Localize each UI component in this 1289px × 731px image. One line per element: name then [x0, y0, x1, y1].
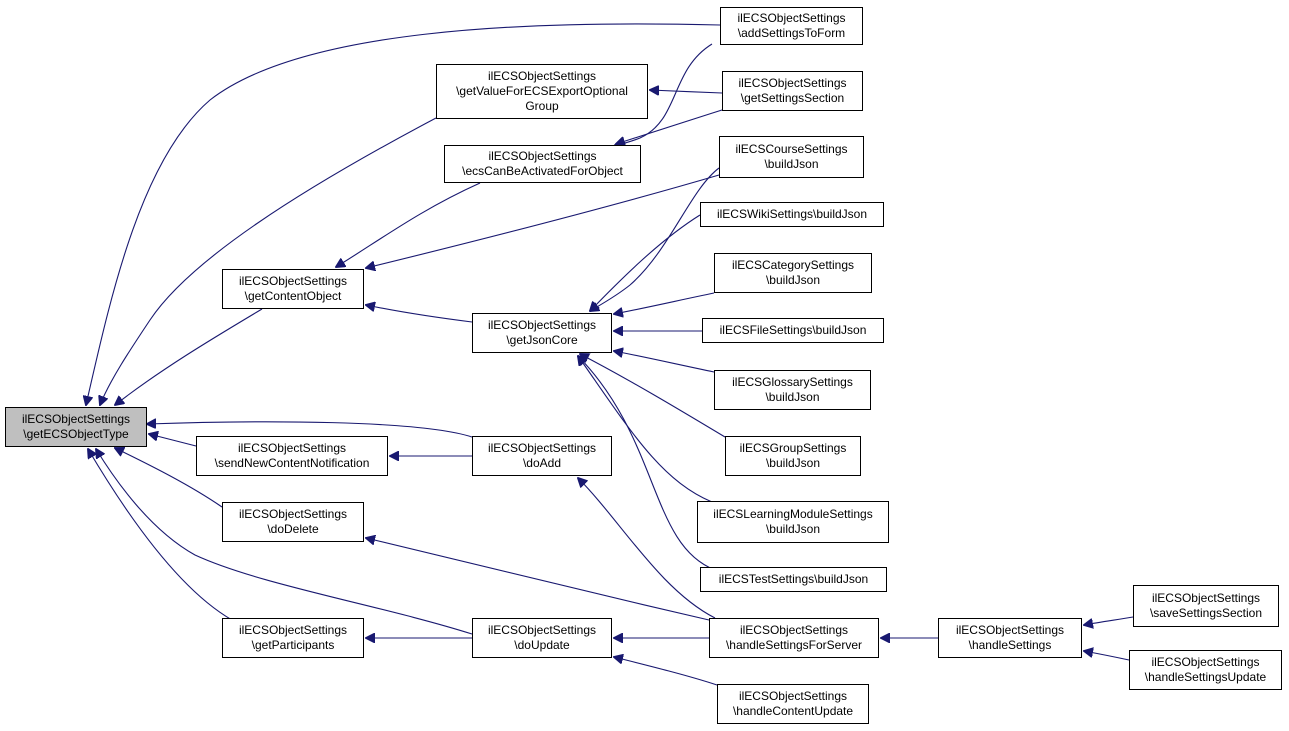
call-edge-doUpdate-to-getECSObjectType [96, 449, 473, 635]
call-edge-getParticipants-to-getECSObjectType [88, 449, 233, 621]
node-label-line: ilECSObjectSettings [238, 274, 348, 288]
call-edge-testBuildJson-to-getJsonCore [578, 356, 716, 571]
node-label-line: ilECSObjectSettings [488, 149, 597, 163]
graph-node-getValueForECSExportOptionalGroup[interactable]: ilECSObjectSettings\getValueForECSExport… [436, 64, 648, 119]
call-edge-learningModuleBuildJson-to-getJsonCore [578, 356, 713, 503]
graph-node-courseBuildJson[interactable]: ilECSCourseSettings\buildJson [719, 136, 864, 178]
call-edge-groupBuildJson-to-getJsonCore [580, 354, 726, 438]
node-label-line: \getJsonCore [506, 333, 578, 347]
node-label-line: \buildJson [765, 522, 821, 536]
call-edge-courseBuildJson-to-getJsonCore [590, 167, 720, 311]
call-edge-handleSettingsForServer-to-doAdd [578, 478, 716, 619]
node-label-line: ilECSWikiSettings\buildJson [716, 207, 868, 221]
graph-node-getECSObjectType: ilECSObjectSettings\getECSObjectType [5, 407, 147, 447]
call-edge-getContentObject-to-getECSObjectType [115, 308, 263, 405]
graph-node-getJsonCore[interactable]: ilECSObjectSettings\getJsonCore [472, 313, 612, 353]
node-label-line: \getECSObjectType [23, 427, 129, 441]
node-label-line: \handleContentUpdate [732, 704, 854, 718]
graph-node-getContentObject[interactable]: ilECSObjectSettings\getContentObject [222, 269, 364, 309]
node-label-line: ilECSObjectSettings [238, 507, 348, 521]
call-edge-handleContentUpdate-to-doUpdate [614, 657, 718, 686]
graph-node-fileBuildJson[interactable]: ilECSFileSettings\buildJson [702, 318, 884, 343]
graph-node-addSettingsToForm[interactable]: ilECSObjectSettings\addSettingsToForm [720, 7, 863, 45]
node-label-line: ilECSObjectSettings [487, 623, 597, 637]
call-edge-wikiBuildJson-to-getJsonCore [590, 214, 701, 311]
node-label-line: \doDelete [267, 522, 319, 536]
node-label-line: \getContentObject [244, 289, 342, 303]
call-edge-courseBuildJson-to-getContentObject [366, 174, 720, 268]
node-label-line: ilECSObjectSettings [487, 69, 597, 83]
call-edge-getSettingsSection-to-ecsCanBeActivatedForObject [616, 109, 723, 144]
graph-node-doDelete[interactable]: ilECSObjectSettings\doDelete [222, 502, 364, 542]
call-edge-ecsCanBeActivatedForObject-to-getContentObject [336, 182, 481, 267]
call-edge-handleSettingsUpdate-to-handleSettings [1084, 651, 1130, 661]
node-label-line: ilECSGroupSettings [739, 441, 847, 455]
node-label-line: ilECSObjectSettings [237, 441, 347, 455]
call-edge-doDelete-to-getECSObjectType [115, 448, 223, 508]
node-label-line: ilECSGlossarySettings [732, 375, 853, 389]
node-label-line: ilECSObjectSettings [955, 623, 1065, 637]
graph-node-handleSettingsForServer[interactable]: ilECSObjectSettings\handleSettingsForSer… [709, 618, 879, 658]
graph-node-handleSettingsUpdate[interactable]: ilECSObjectSettings\handleSettingsUpdate [1129, 650, 1282, 690]
graph-node-doUpdate[interactable]: ilECSObjectSettings\doUpdate [472, 618, 612, 658]
node-label-line: \getParticipants [251, 638, 335, 652]
node-label-line: \buildJson [765, 456, 821, 470]
call-edge-getValueForECSExportOptionalGroup-to-getECSObjectType [100, 117, 437, 405]
node-label-line: ilECSObjectSettings [238, 623, 348, 637]
graph-node-handleSettings[interactable]: ilECSObjectSettings\handleSettings [938, 618, 1082, 658]
node-label-line: ilECSTestSettings\buildJson [718, 572, 869, 586]
node-label-line: ilECSCategorySettings [731, 258, 855, 272]
node-label-line: \handleSettingsUpdate [1144, 670, 1267, 684]
node-label-line: \ecsCanBeActivatedForObject [462, 164, 623, 178]
node-label-line: ilECSObjectSettings [1151, 655, 1260, 669]
call-edge-doAdd-to-getECSObjectType [147, 422, 473, 438]
node-label-line: \getSettingsSection [740, 91, 845, 105]
call-edge-saveSettingsSection-to-handleSettings [1084, 616, 1134, 625]
node-label-line: ilECSObjectSettings [737, 11, 846, 25]
graph-node-doAdd[interactable]: ilECSObjectSettings\doAdd [472, 436, 612, 476]
graph-node-categoryBuildJson[interactable]: ilECSCategorySettings\buildJson [714, 253, 872, 293]
graph-node-sendNewContentNotification[interactable]: ilECSObjectSettings\sendNewContentNotifi… [196, 436, 388, 476]
node-label-line: \addSettingsToForm [737, 26, 846, 40]
call-edge-glossaryBuildJson-to-getJsonCore [614, 351, 715, 373]
node-label-line: \handleSettings [968, 638, 1052, 652]
call-edge-addSettingsToForm-to-getECSObjectType [86, 23, 721, 405]
node-label-line: ilECSObjectSettings [738, 76, 847, 90]
graph-node-handleContentUpdate[interactable]: ilECSObjectSettings\handleContentUpdate [717, 684, 869, 724]
graph-node-glossaryBuildJson[interactable]: ilECSGlossarySettings\buildJson [714, 370, 871, 410]
node-label-line: ilECSCourseSettings [735, 142, 848, 156]
node-label-line: ilECSObjectSettings [1151, 591, 1261, 605]
node-label-line: ilECSObjectSettings [738, 689, 848, 703]
graph-node-saveSettingsSection[interactable]: ilECSObjectSettings\saveSettingsSection [1133, 585, 1279, 627]
graph-node-wikiBuildJson[interactable]: ilECSWikiSettings\buildJson [700, 202, 884, 227]
node-label-line: \saveSettingsSection [1149, 606, 1263, 620]
node-label-line: \buildJson [765, 273, 821, 287]
call-edge-getSettingsSection-to-getValueForECSExportOptionalGroup [650, 90, 723, 93]
call-edge-sendNewContentNotification-to-getECSObjectType [149, 434, 197, 447]
node-label-line: ilECSFileSettings\buildJson [719, 323, 867, 337]
node-label-line: ilECSObjectSettings [21, 412, 131, 426]
node-label-line: ilECSObjectSettings [739, 623, 849, 637]
node-label-line: \buildJson [764, 157, 819, 171]
call-edge-getJsonCore-to-getContentObject [366, 305, 473, 323]
graph-node-getParticipants[interactable]: ilECSObjectSettings\getParticipants [222, 618, 364, 658]
node-label-line: Group [525, 99, 559, 113]
call-edge-categoryBuildJson-to-getJsonCore [614, 292, 715, 314]
node-label-line: ilECSLearningModuleSettings [713, 507, 873, 521]
graph-node-learningModuleBuildJson[interactable]: ilECSLearningModuleSettings\buildJson [697, 501, 889, 543]
node-label-line: \handleSettingsForServer [725, 638, 863, 652]
node-label-line: ilECSObjectSettings [487, 441, 597, 455]
node-label-line: \doAdd [522, 456, 562, 470]
node-label-line: \doUpdate [514, 638, 570, 652]
graph-node-testBuildJson[interactable]: ilECSTestSettings\buildJson [700, 567, 887, 592]
node-label-line: \sendNewContentNotification [214, 456, 370, 470]
node-label-line: \getValueForECSExportOptional [456, 84, 628, 98]
graph-node-groupBuildJson[interactable]: ilECSGroupSettings\buildJson [725, 436, 861, 476]
call-edge-handleSettingsForServer-to-doDelete [366, 538, 710, 621]
graph-node-getSettingsSection[interactable]: ilECSObjectSettings\getSettingsSection [722, 71, 863, 111]
node-label-line: \buildJson [765, 390, 820, 404]
node-label-line: ilECSObjectSettings [487, 318, 597, 332]
graph-node-ecsCanBeActivatedForObject[interactable]: ilECSObjectSettings\ecsCanBeActivatedFor… [444, 145, 641, 183]
